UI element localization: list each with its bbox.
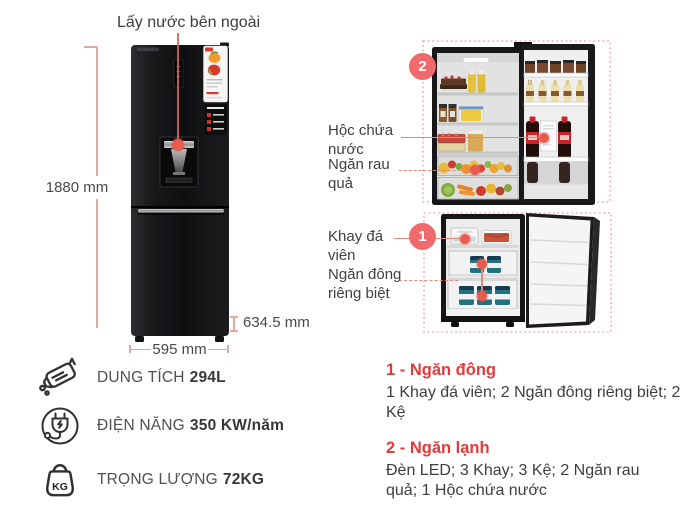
callout-label-dispenser: Lấy nước bên ngoài [117, 14, 261, 31]
callout-dot-dispenser [171, 139, 184, 151]
callout-dot-veg-drawer [470, 165, 480, 175]
callout-dot-freezer-cup-1 [477, 259, 487, 269]
dim-depth-label: 634.5 mm [243, 314, 313, 331]
callout-dot-water-box [539, 133, 549, 143]
led-light [462, 57, 490, 63]
open-fridge-illustration [422, 40, 612, 333]
fridge-compartment [432, 47, 525, 205]
info-desc-freezer: 1 Khay đá viên; 2 Ngăn đông riêng biệt; … [386, 384, 681, 421]
fridge-sticker-dark [204, 104, 227, 135]
info-title-freezer: 1 - Ngăn đông [386, 361, 496, 379]
spec-capacity-value: 294L [189, 369, 226, 386]
callout-line-dispenser [177, 33, 179, 141]
dim-height-label: 1880 mm [42, 176, 112, 199]
spec-capacity-label: DUNG TÍCH [97, 369, 185, 386]
power-plug-icon [36, 405, 84, 447]
closed-fridge-illustration [131, 42, 229, 342]
info-desc-fridge: Đèn LED; 3 Khay; 3 Kệ; 2 Ngăn rau quả; 1… [386, 462, 640, 499]
water-dispenser [159, 136, 199, 188]
dim-tick-left [129, 345, 131, 353]
fridge-sticker [203, 45, 228, 103]
callout-line-freezer-box [399, 280, 458, 281]
label-freezer-box: Ngăn đông riêng biệt [328, 266, 402, 302]
compartment-info: 1 - Ngăn đông 1 Khay đá viên; 2 Ngăn đôn… [386, 360, 694, 516]
freezer-zone-outline [423, 212, 612, 333]
dim-line-width-r [208, 348, 228, 350]
label-ice-tray: Khay đá viên [328, 228, 384, 264]
door-water-box [526, 116, 571, 161]
callout-line-freezer-cups [481, 264, 483, 296]
brand-logo [137, 47, 159, 51]
freezer-zone-badge: 1 [409, 223, 436, 250]
fridge-zone-badge: 2 [409, 53, 436, 80]
freezer-door-open [526, 213, 600, 328]
spec-energy-label: ĐIỆN NĂNG [97, 417, 185, 434]
spec-energy-value: 350 KW/năm [189, 417, 285, 434]
fridge-door-open [514, 42, 595, 205]
callout-dot-ice-tray [460, 234, 470, 244]
dim-line-width-l [130, 348, 151, 350]
kettlebell-kg-text: KG [52, 482, 68, 493]
callout-line-water-box [401, 137, 544, 138]
info-title-fridge: 2 - Ngăn lạnh [386, 439, 490, 457]
water-jug-icon [36, 357, 84, 399]
freezer-handle [138, 209, 224, 213]
freezer-compartment [441, 214, 525, 327]
callout-line-veg-drawer [399, 169, 475, 171]
dim-tick-top [84, 46, 97, 48]
spec-weight-value: 72KG [222, 471, 265, 488]
spec-weight-label: TRỌNG LƯỢNG [97, 471, 218, 488]
dim-depth-line [233, 316, 235, 331]
dim-width-label: 595 mm [151, 341, 208, 358]
dim-depth-tick-bottom [230, 330, 238, 332]
label-veg-drawer: Ngăn rau quả [328, 156, 390, 192]
kettlebell-icon: KG [36, 459, 84, 501]
callout-dot-freezer-cup-2 [477, 291, 487, 301]
fridge-zone-outline [422, 40, 611, 203]
label-water-box: Hộc chứa nước [328, 122, 394, 158]
